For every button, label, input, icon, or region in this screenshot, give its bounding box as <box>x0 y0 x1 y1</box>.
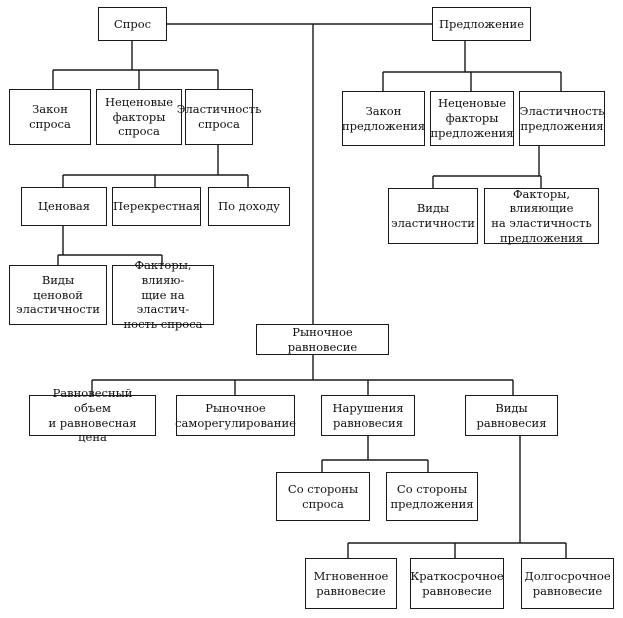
node-demand-elasticity-factors: Факторы, влияю- щие на эластич- ность сп… <box>112 258 214 331</box>
node-supply-elasticity-types: Виды эластичности <box>388 188 478 244</box>
node-equilibrium-disruption: Нарушения равновесия <box>321 395 415 436</box>
node-demand-elasticity: Эластичность спроса <box>177 89 261 145</box>
node-supply-elasticity-factors: Факторы, влияющие на эластичность предло… <box>484 187 599 245</box>
node-instant-equilibrium: Мгновенное равновесие <box>305 558 397 609</box>
node-supply-nonprice-factors: Неценовые факторы предложения <box>430 91 514 146</box>
node-equilibrium-types: Виды равновесия <box>465 395 558 436</box>
node-long-term-equilibrium: Долгосрочное равновесие <box>521 558 614 609</box>
node-equilibrium-volume-price: Равновесный объем и равновесная цена <box>29 386 156 444</box>
node-supply-side: Со стороны предложения <box>386 472 478 521</box>
node-price-elasticity: Ценовая <box>21 187 107 226</box>
node-short-term-equilibrium: Краткосрочное равновесие <box>410 558 504 609</box>
node-income-elasticity: По доходу <box>208 187 290 226</box>
node-supply-law: Закон предложения <box>342 91 425 146</box>
node-market-equilibrium: Рыночное равновесие <box>256 324 389 355</box>
node-cross-elasticity: Перекрестная <box>112 187 201 226</box>
node-demand-law: Закон спроса <box>9 89 91 145</box>
node-supply-elasticity: Эластичность предложения <box>519 91 605 146</box>
node-demand-side: Со стороны спроса <box>276 472 370 521</box>
node-supply: Предложение <box>432 7 531 41</box>
node-price-elasticity-types: Виды ценовой эластичности <box>9 265 107 325</box>
node-demand-nonprice-factors: Неценовые факторы спроса <box>96 89 182 145</box>
node-demand: Спрос <box>98 7 167 41</box>
node-market-self-regulation: Рыночное саморегулирование <box>175 395 296 436</box>
